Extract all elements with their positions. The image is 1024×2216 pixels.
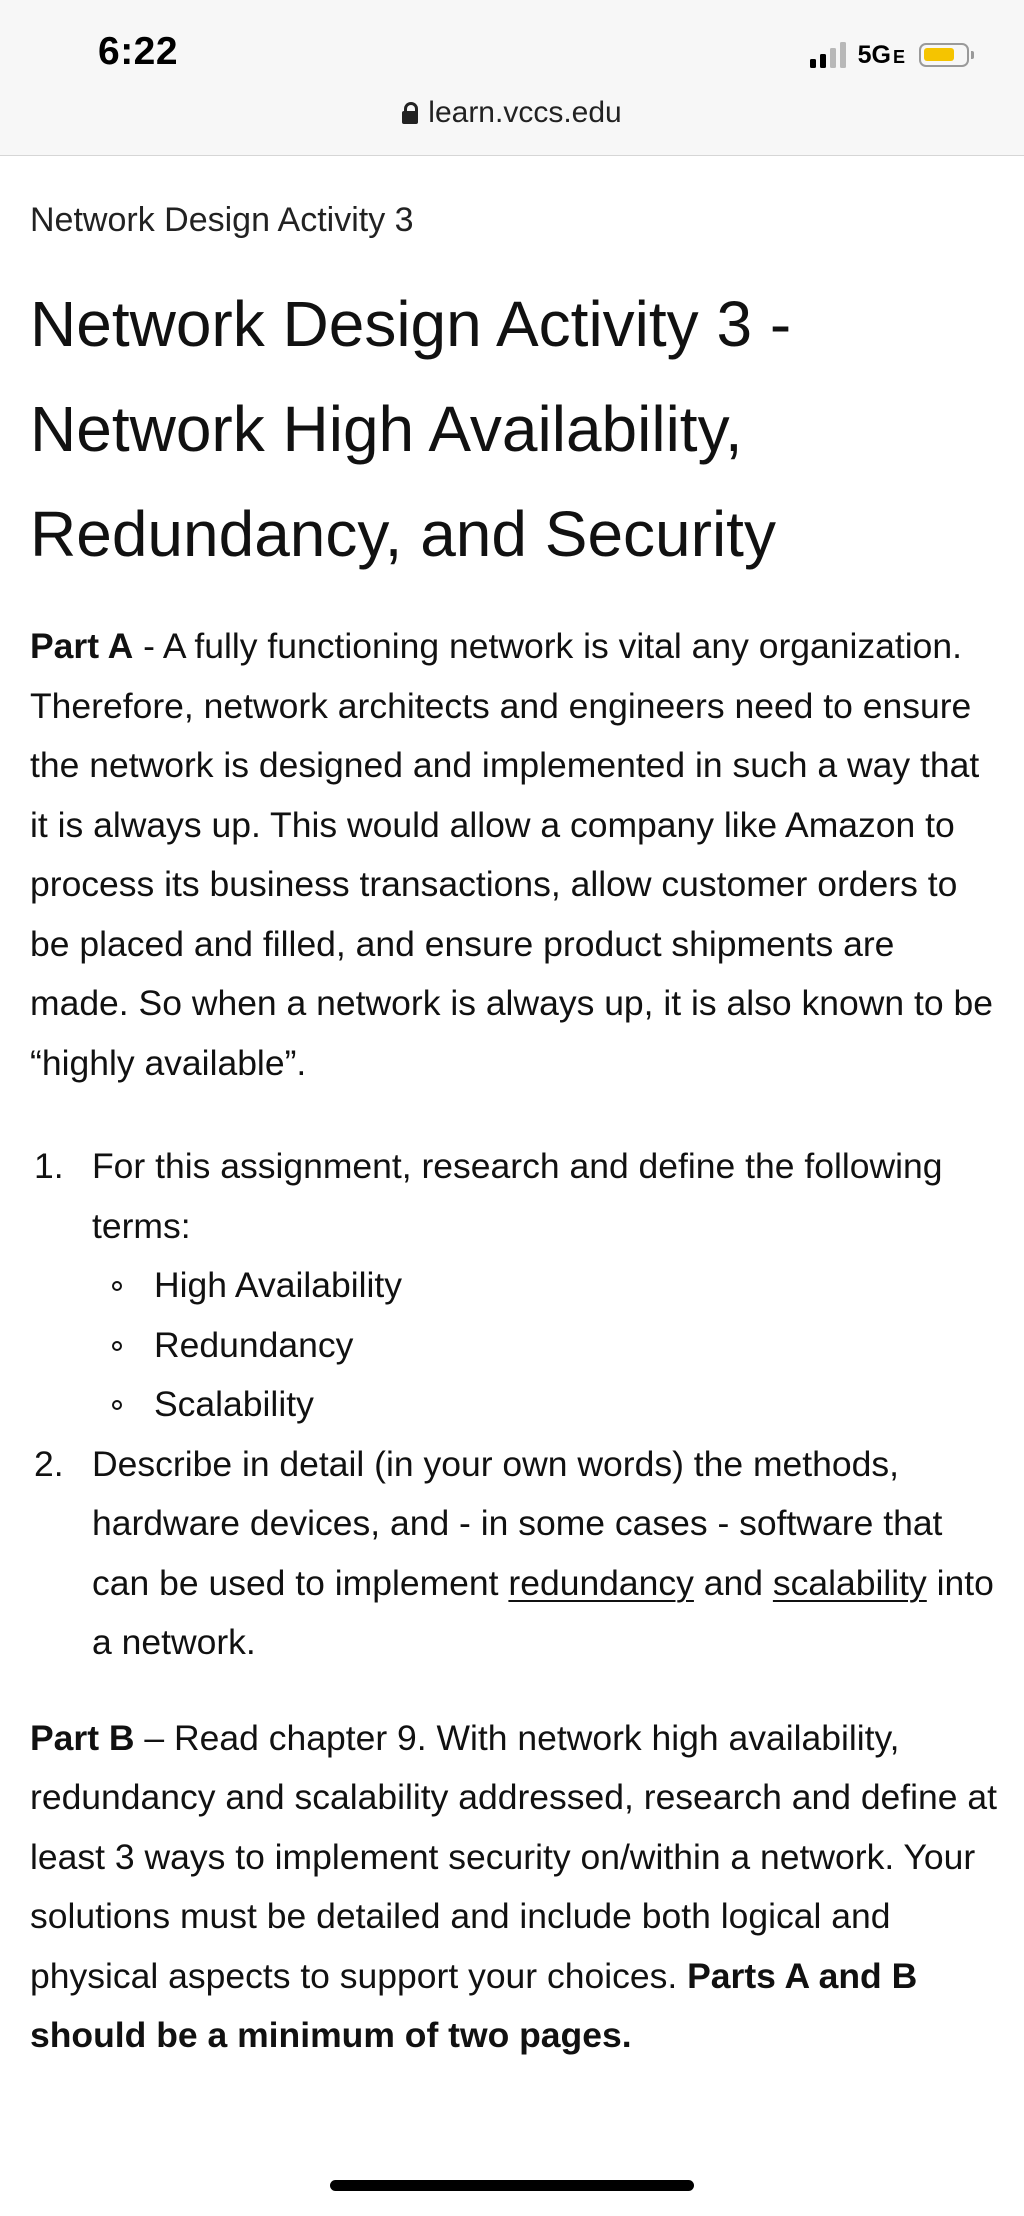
term-item: Redundancy <box>92 1316 1000 1376</box>
lock-icon <box>402 102 419 124</box>
term-item: Scalability <box>92 1375 1000 1435</box>
assignment-list: 1. For this assignment, research and def… <box>30 1137 1000 1673</box>
battery-level <box>924 48 954 61</box>
part-a-text: - A fully functioning network is vital a… <box>30 626 993 1083</box>
list-item: 2. Describe in detail (in your own words… <box>30 1435 1000 1673</box>
list-item-text: Describe in detail (in your own words) t… <box>92 1443 943 1603</box>
status-time: 6:22 <box>98 30 179 73</box>
term-text: Scalability <box>154 1384 314 1424</box>
breadcrumb[interactable]: Network Design Activity 3 <box>30 201 414 239</box>
battery-icon <box>919 43 974 67</box>
term-item: High Availability <box>92 1256 1000 1316</box>
terms-list: High Availability Redundancy Scalability <box>92 1256 1000 1435</box>
part-b-label: Part B <box>30 1717 135 1758</box>
part-a-paragraph: Part A - A fully functioning network is … <box>30 617 1000 1093</box>
network-suffix: E <box>892 46 905 67</box>
list-item-text: For this assignment, research and define… <box>92 1146 943 1246</box>
url-text: learn.vccs.edu <box>428 96 622 129</box>
home-indicator[interactable] <box>330 2180 694 2191</box>
list-item: 1. For this assignment, research and def… <box>30 1137 1000 1435</box>
part-a-label: Part A <box>30 626 134 666</box>
bullet-icon <box>112 1281 122 1291</box>
bullet-icon <box>112 1400 122 1410</box>
page-title: Network Design Activity 3 - Network High… <box>30 288 792 570</box>
cellular-signal-icon <box>809 42 846 68</box>
scalability-link[interactable]: scalability <box>772 1562 927 1603</box>
list-item-text: and <box>693 1562 773 1603</box>
network-label: 5G <box>857 40 891 69</box>
list-number: 1. <box>34 1146 64 1186</box>
address-bar[interactable]: learn.vccs.edu <box>0 96 1024 130</box>
list-item-text: into a network. <box>92 1562 994 1663</box>
list-number: 2. <box>34 1443 64 1484</box>
term-text: Redundancy <box>154 1324 354 1365</box>
redundancy-link[interactable]: redundancy <box>508 1562 694 1603</box>
part-b-paragraph: Part B – Read chapter 9. With network hi… <box>30 1709 1000 2066</box>
term-text: High Availability <box>154 1265 402 1305</box>
part-b-requirement: Parts A and B should be a minimum of two… <box>30 1955 918 2056</box>
bullet-icon <box>112 1340 122 1351</box>
part-b-text: – Read chapter 9. With network high avai… <box>30 1717 998 1996</box>
page-content: Network Design Activity 3 Network Design… <box>30 196 1000 2066</box>
